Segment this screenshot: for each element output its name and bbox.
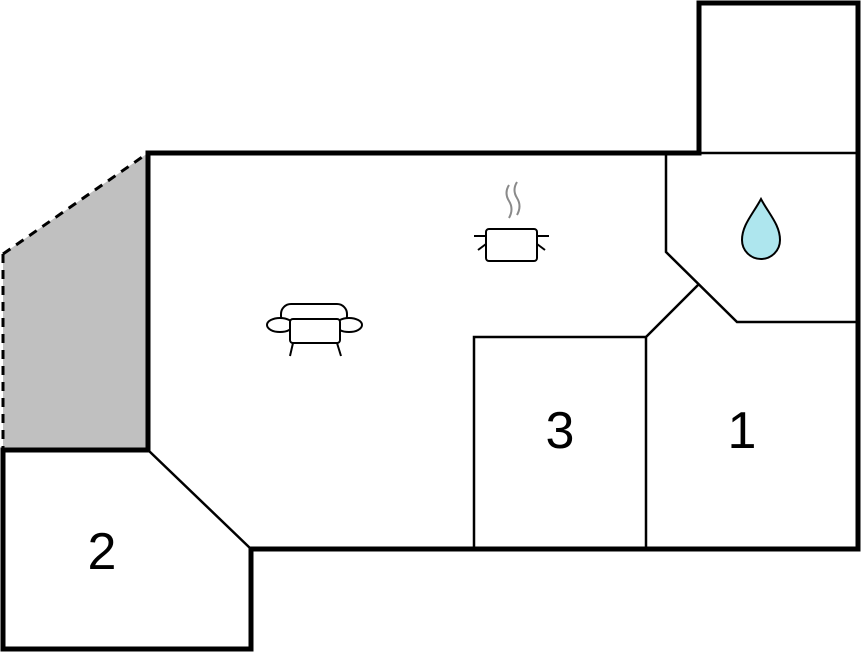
interior-wall-diagonal-left bbox=[147, 449, 252, 550]
water-drop-icon bbox=[740, 196, 782, 260]
room-1-label: 1 bbox=[728, 402, 757, 460]
sofa-icon bbox=[266, 303, 363, 357]
room-3-wall bbox=[472, 335, 646, 549]
terrace-dashed-edge-top bbox=[2, 151, 149, 256]
room-3-label: 3 bbox=[546, 402, 575, 460]
bathroom-wall bbox=[664, 153, 858, 324]
room-1-wall bbox=[644, 284, 699, 549]
room-2-label: 2 bbox=[88, 523, 117, 581]
kitchen-pot-icon bbox=[474, 181, 549, 262]
terrace-area bbox=[3, 153, 148, 450]
